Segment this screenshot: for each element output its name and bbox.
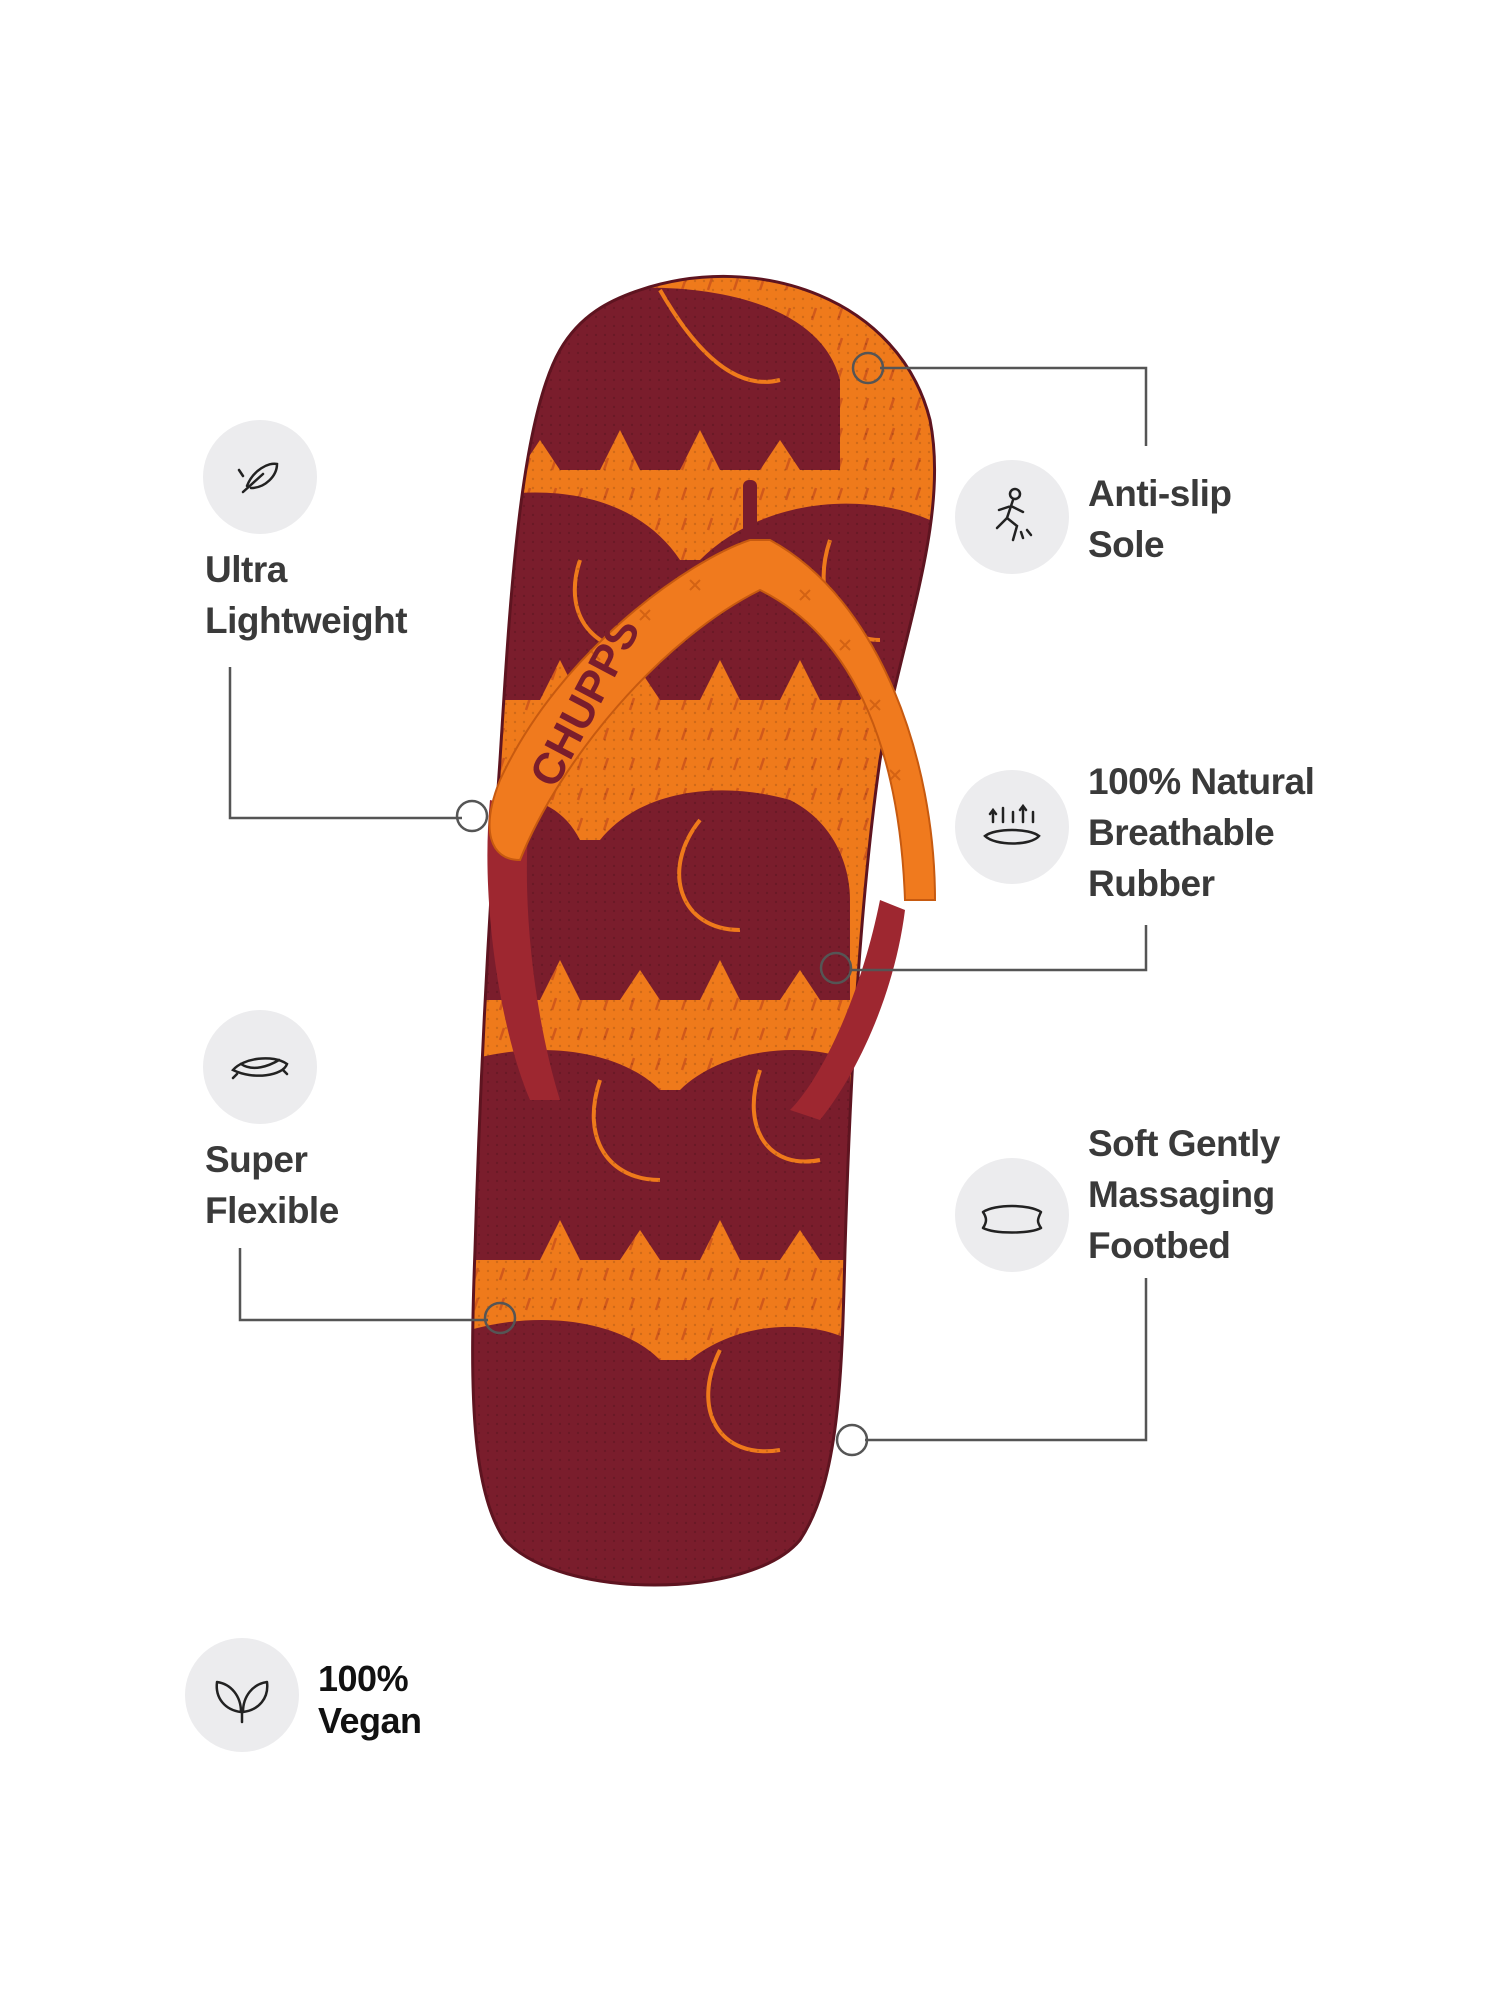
feature-label-vegan: 100% Vegan: [318, 1658, 422, 1741]
feather-icon: [203, 420, 317, 534]
flexible-sole-icon: [203, 1010, 317, 1124]
feature-label-soft-footbed: Soft Gently Massaging Footbed: [1088, 1123, 1280, 1266]
feature-label-anti-slip: Anti-slip Sole: [1088, 473, 1232, 565]
strap-back: [790, 900, 905, 1120]
strap-front: [488, 539, 937, 901]
callout-lines: [228, 351, 1148, 1457]
cushion-icon: [955, 1158, 1069, 1272]
leaves-icon: [185, 1638, 299, 1752]
flip-flop-sole: [472, 276, 935, 1586]
toe-post: [743, 480, 757, 550]
feature-label-natural-rubber: 100% Natural Breathable Rubber: [1088, 761, 1315, 904]
strap-back: [487, 800, 560, 1100]
anti-slip-icon: [955, 460, 1069, 574]
breathable-rubber-icon: [955, 770, 1069, 884]
feature-label-super-flexible: Super Flexible: [205, 1139, 339, 1231]
feature-label-ultra-lightweight: Ultra Lightweight: [205, 549, 408, 641]
